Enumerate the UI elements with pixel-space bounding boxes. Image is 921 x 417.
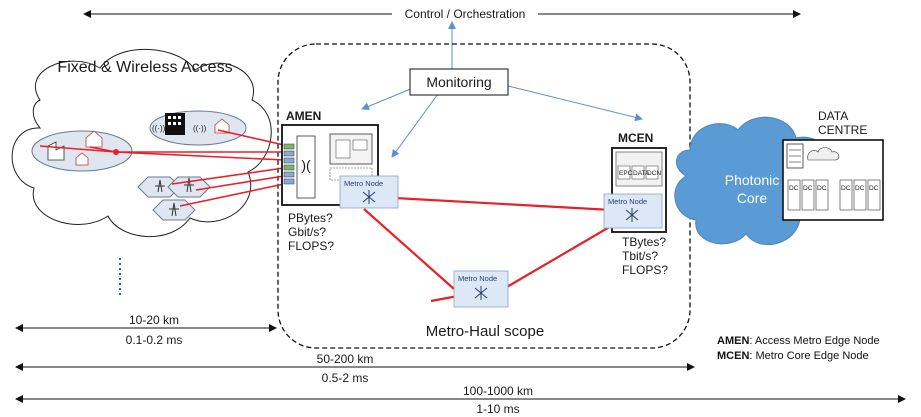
scope-label: Metro-Haul scope: [426, 323, 544, 340]
amen-switch-icon: [296, 135, 316, 199]
wireless-icon: ((·)): [152, 124, 166, 133]
datacentre-label-line1: DATA: [818, 109, 848, 123]
metro-links: [363, 195, 619, 303]
mcen-metric: TBytes?: [622, 235, 666, 249]
distance-km: 100-1000 km: [463, 384, 533, 398]
distance-ms: 0.5-2 ms: [322, 371, 369, 385]
cell-tower-icon: [169, 202, 179, 217]
metro-node-label: Metro Node: [344, 179, 383, 188]
amen-metric: FLOPS?: [288, 239, 334, 253]
mcen-box-dcn: DCN: [647, 170, 661, 177]
control-orchestration-label: Control / Orchestration: [405, 7, 526, 21]
amen-node: AMEN )( PBytes? Gbit/s? FLOPS?: [281, 109, 379, 253]
svg-text:DC: DC: [855, 185, 865, 192]
amen-label: AMEN: [286, 109, 321, 123]
mcen-box-epc: EPC: [619, 170, 633, 177]
cell-tower-icon: [155, 179, 165, 193]
mcen-label: MCEN: [618, 131, 653, 145]
distance-arrow-access: 10-20 km 0.1-0.2 ms: [15, 313, 277, 347]
datacentre-label-line2: CENTRE: [818, 123, 867, 137]
mcen-metric: FLOPS?: [622, 263, 668, 277]
svg-text:DC: DC: [803, 185, 813, 192]
legend-amen: AMEN: Access Metro Edge Node: [717, 335, 880, 347]
monitoring-label: Monitoring: [426, 74, 491, 90]
distance-km: 10-20 km: [129, 313, 179, 327]
svg-text:)(: )(: [301, 157, 311, 173]
access-ring-right: ((·)) ((·)): [149, 110, 247, 146]
distance-ms: 0.1-0.2 ms: [126, 333, 183, 347]
house-icon: [85, 130, 103, 148]
svg-text:DC: DC: [789, 185, 799, 192]
amen-metric: Gbit/s?: [288, 225, 326, 239]
mcen-box-data: DATA: [633, 170, 650, 177]
metro-node-label: Metro Node: [608, 197, 647, 206]
metro-node-label: Metro Node: [458, 274, 497, 283]
legend-mcen: MCEN: Metro Core Edge Node: [717, 350, 869, 362]
dc-boxes: DC DC DC DC DC DC: [787, 179, 881, 211]
distance-arrow-metro: 50-200 km 0.5-2 ms: [15, 352, 695, 385]
router-icon: [474, 286, 488, 300]
monitoring-box: Monitoring: [409, 68, 509, 96]
distance-ms: 1-10 ms: [476, 402, 519, 416]
access-links: [39, 129, 285, 207]
svg-text:DC: DC: [841, 185, 851, 192]
metro-node: Metro Node: [453, 270, 509, 308]
mcen-node: MCEN EPC DATA DCN TBytes? Tbit/s? FLOPS?: [611, 131, 668, 277]
amen-ports: [283, 143, 295, 185]
access-ring-left: [31, 130, 133, 172]
wireless-icon: ((·)): [193, 124, 207, 133]
aggregation-point: [113, 149, 119, 155]
mcen-metric: Tbit/s?: [622, 249, 658, 263]
core-label-line1: Photonic: [725, 172, 779, 188]
metro-node: Metro Node: [339, 175, 399, 209]
svg-text:DC: DC: [869, 185, 879, 192]
house-icon: [75, 152, 89, 166]
svg-text:DC: DC: [817, 185, 827, 192]
cloud-icon: [807, 147, 840, 161]
router-icon: [362, 190, 376, 204]
router-icon: [625, 208, 639, 222]
access-title: Fixed & Wireless Access: [57, 59, 232, 76]
control-orchestration-arrow: Control / Orchestration: [83, 7, 801, 21]
distance-arrow-core: 100-1000 km 1-10 ms: [15, 384, 906, 416]
distance-km: 50-200 km: [317, 352, 374, 366]
data-centre: DATA CENTRE DC DC DC DC DC DC: [782, 109, 884, 221]
metro-haul-scope-boundary: [277, 43, 691, 349]
cell-tower-icon: [184, 177, 194, 193]
core-label-line2: Core: [737, 190, 768, 206]
amen-metric: PBytes?: [288, 211, 333, 225]
monitoring-arrows: [361, 21, 643, 158]
metro-node: Metro Node: [603, 193, 663, 229]
